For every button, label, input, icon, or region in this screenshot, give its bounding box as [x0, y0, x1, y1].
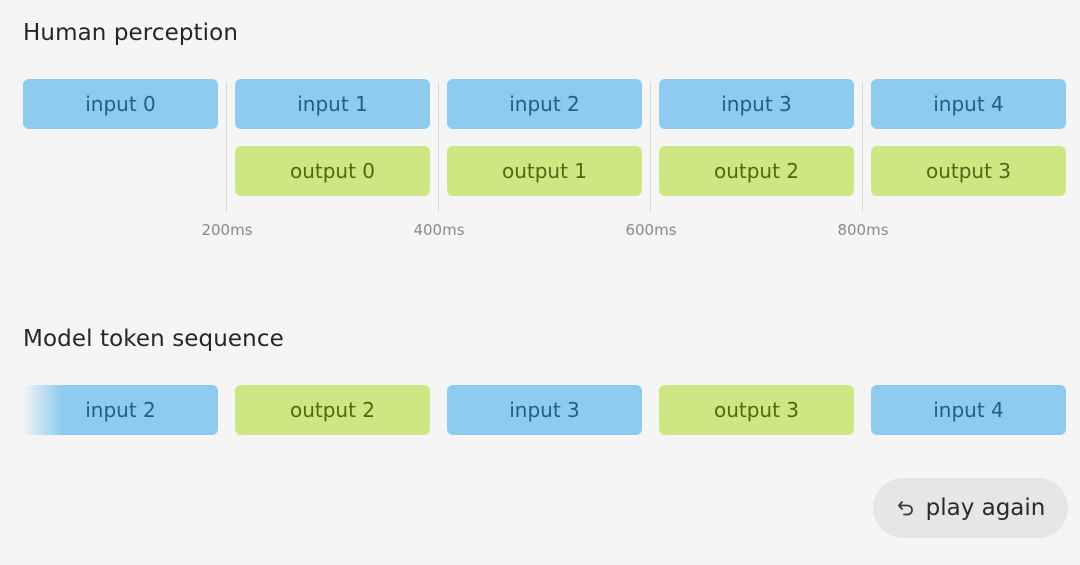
- timeline-divider-800ms: [862, 82, 863, 212]
- model-token-block: input 3: [447, 385, 642, 435]
- human-input-block: input 1: [235, 79, 430, 129]
- model-token-block: output 2: [235, 385, 430, 435]
- human-output-block: output 0: [235, 146, 430, 196]
- timeline-divider-400ms: [438, 82, 439, 212]
- model-token-sequence-title: Model token sequence: [23, 326, 284, 352]
- timeline-tick-label: 600ms: [625, 221, 677, 239]
- model-token-block: input 4: [871, 385, 1066, 435]
- undo-icon: [896, 498, 916, 518]
- model-token-block: output 3: [659, 385, 854, 435]
- timeline-divider-600ms: [650, 82, 651, 212]
- human-input-block: input 3: [659, 79, 854, 129]
- timeline-tick-label: 200ms: [201, 221, 253, 239]
- human-output-block: output 3: [871, 146, 1066, 196]
- human-output-block: output 1: [447, 146, 642, 196]
- timeline-divider-200ms: [226, 82, 227, 212]
- play-again-button[interactable]: play again: [873, 478, 1068, 538]
- play-again-label: play again: [925, 495, 1046, 521]
- human-perception-title: Human perception: [23, 20, 239, 46]
- human-input-block: input 0: [23, 79, 218, 129]
- human-output-block: output 2: [659, 146, 854, 196]
- human-input-block: input 2: [447, 79, 642, 129]
- timeline-tick-label: 800ms: [837, 221, 889, 239]
- human-input-block: input 4: [871, 79, 1066, 129]
- timeline-tick-label: 400ms: [413, 221, 465, 239]
- model-token-block: input 2: [23, 385, 218, 435]
